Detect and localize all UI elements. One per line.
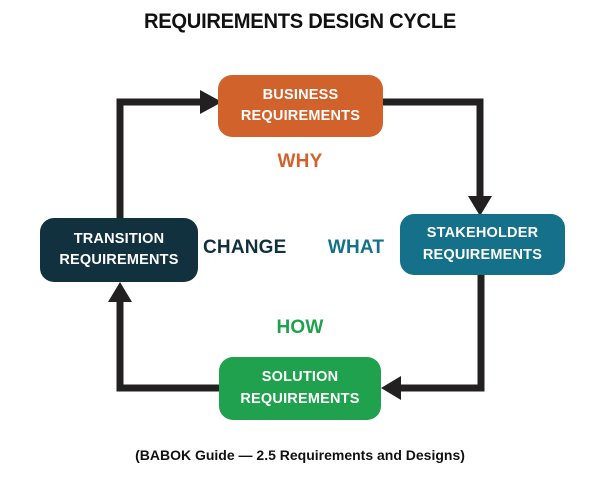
node-solution-requirements: SOLUTION REQUIREMENTS [219, 357, 381, 420]
node-label-line: REQUIREMENTS [240, 108, 361, 124]
node-label-line: BUSINESS [262, 86, 339, 103]
node-transition-requirements: TRANSITION REQUIREMENTS [40, 218, 198, 282]
arrow-solution-to-transition [108, 282, 220, 392]
page-title: REQUIREMENTS DESIGN CYCLE [143, 10, 457, 33]
node-stakeholder-requirements: STAKEHOLDER REQUIREMENTS [400, 214, 565, 275]
arrow-business-to-stakeholder [382, 98, 492, 216]
label-why: WHY [277, 151, 323, 172]
node-label-line: STAKEHOLDER [426, 225, 539, 242]
node-business-requirements: BUSINESS REQUIREMENTS [218, 75, 383, 137]
node-label-line: SOLUTION [261, 369, 339, 386]
label-how: HOW [276, 317, 324, 338]
caption: (BABOK Guide — 2.5 Requirements and Desi… [135, 447, 465, 463]
arrow-transition-to-business [116, 90, 222, 219]
arrow-stakeholder-to-solution [381, 274, 485, 400]
node-label-line: REQUIREMENTS [422, 246, 543, 263]
node-label-line: TRANSITION [73, 230, 165, 247]
node-label-line: REQUIREMENTS [240, 390, 360, 407]
label-what: WHAT [327, 237, 385, 258]
node-label-line: REQUIREMENTS [59, 252, 179, 268]
label-change: CHANGE [203, 237, 287, 258]
